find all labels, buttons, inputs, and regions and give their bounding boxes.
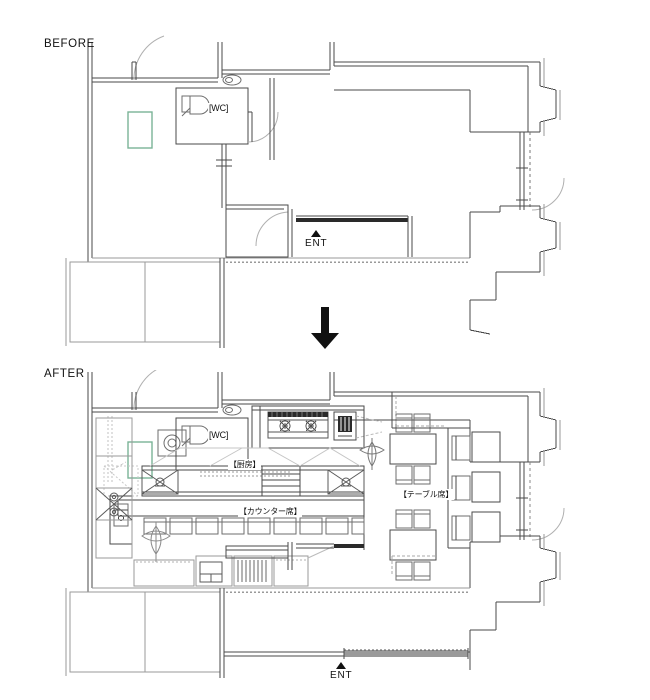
after-floorplan-drawing (65, 370, 565, 678)
prep-equipment-right (327, 469, 365, 495)
entrance-marker-after: ENT (330, 662, 352, 681)
table-four-top-2 (389, 509, 437, 581)
appliance-unit (199, 561, 223, 583)
zone-label-table-seating: 【テーブル席】 (398, 489, 455, 500)
before-highlight-rect (127, 111, 153, 149)
toilet-fixture-before (181, 95, 210, 117)
before-plan-label: BEFORE (44, 38, 95, 50)
sink-fixture-after (222, 404, 242, 416)
zone-label-counter-seating: 【カウンター席】 (238, 506, 303, 517)
down-arrow-icon (311, 307, 339, 349)
entrance-triangle-icon (311, 230, 322, 237)
after-highlight-rect (127, 441, 153, 479)
wc-room-label-after: [WC] (208, 430, 230, 440)
round-stool-icon (141, 522, 171, 562)
prep-equipment-left (141, 469, 179, 495)
table-four-top-1 (389, 413, 437, 485)
entrance-triangle-icon (336, 662, 347, 669)
wc-room-label-before: [WC] (208, 103, 230, 113)
entrance-door-before (296, 218, 408, 222)
left-sink-unit (95, 487, 133, 521)
kitchen-range (267, 411, 329, 439)
sink-fixture-before (222, 74, 242, 86)
before-floorplan-drawing (65, 35, 565, 348)
kitchen-fan-icon (359, 438, 385, 470)
entrance-label-before: ENT (305, 238, 328, 249)
zone-label-kitchen: 【厨房】 (228, 459, 262, 470)
after-plan-label: AFTER (44, 368, 85, 380)
kitchen-oven (333, 411, 357, 441)
counter-seats (143, 517, 365, 535)
entrance-marker-before: ENT (305, 230, 327, 249)
entrance-label-after: ENT (330, 670, 353, 681)
booth-tables (451, 431, 501, 543)
